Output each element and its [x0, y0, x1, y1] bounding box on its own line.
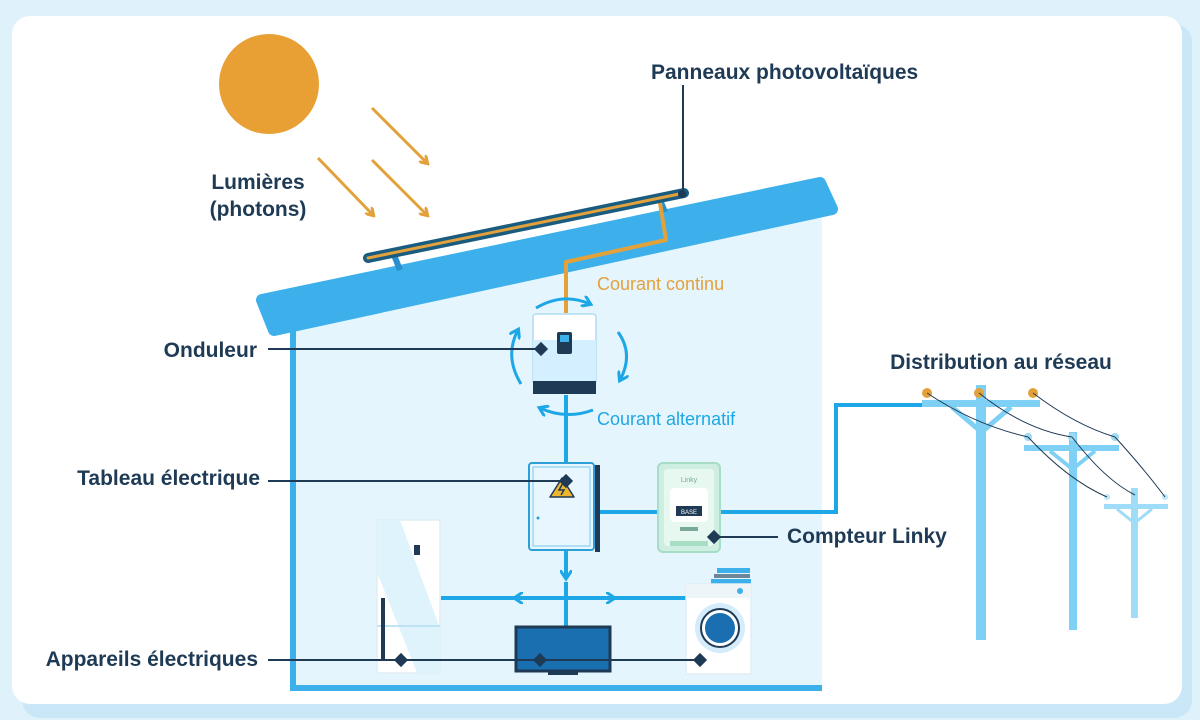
light-rays	[316, 106, 427, 215]
label-meter: Compteur Linky	[787, 525, 947, 548]
light-ray	[370, 106, 427, 163]
sun-icon	[219, 34, 319, 134]
label-grid: Distribution au réseau	[890, 351, 1112, 374]
label-light-line2: (photons)	[210, 198, 307, 221]
label-ac: Courant alternatif	[597, 409, 736, 429]
meter-screen-text: BASE	[681, 510, 697, 516]
label-panels: Panneaux photovoltaïques	[651, 61, 918, 84]
tv-icon	[514, 625, 612, 675]
label-inverter: Onduleur	[164, 339, 257, 362]
panel-board-device	[528, 462, 600, 552]
label-light-line1: Lumières	[211, 171, 304, 194]
meter-brand: Linky	[681, 477, 698, 484]
label-dc: Courant continu	[597, 274, 724, 294]
light-ray	[370, 158, 427, 215]
label-panel-board: Tableau électrique	[77, 467, 260, 490]
leader-lines	[268, 85, 778, 668]
label-appliances: Appareils électriques	[46, 648, 258, 671]
power-lines	[926, 392, 1166, 498]
linky-meter-device: Linky BASE	[657, 462, 721, 553]
roof	[256, 177, 838, 336]
inverter-device	[532, 313, 597, 394]
utility-poles	[922, 385, 1168, 640]
conversion-arrows-icon	[512, 299, 627, 415]
ac-wiring	[441, 395, 924, 628]
fridge-icon	[376, 519, 441, 674]
dc-wire	[564, 202, 668, 315]
light-ray	[316, 156, 373, 215]
house-wall	[290, 320, 822, 691]
